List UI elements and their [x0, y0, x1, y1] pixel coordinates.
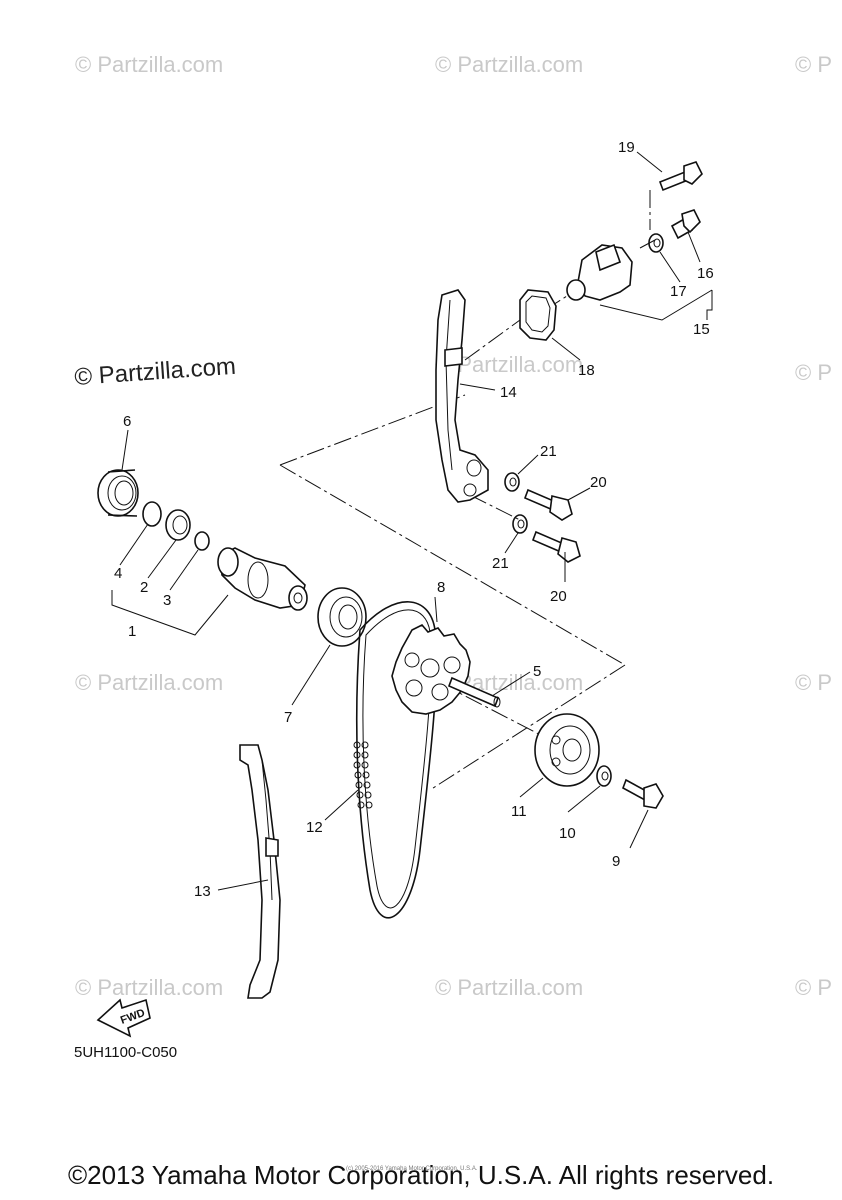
watermark: © Partzilla.com: [75, 975, 223, 1000]
callout-17: 17: [670, 283, 687, 300]
callout-8: 8: [437, 579, 445, 596]
callout-15: 15: [693, 321, 710, 338]
callout-18: 18: [578, 362, 595, 379]
watermark-edge: © P: [795, 670, 832, 695]
sprocket-8: [391, 624, 471, 715]
bearing-7: [317, 587, 367, 647]
callout-21-lower: 21: [492, 555, 509, 572]
callout-9: 9: [612, 853, 620, 870]
callout-10: 10: [559, 825, 576, 842]
diagram-code: 5UH1100-C050: [74, 1044, 177, 1061]
bushing-2: [165, 509, 191, 541]
washer-21-upper: [504, 472, 520, 492]
bolt-20-upper: [523, 488, 573, 521]
callout-13: 13: [194, 883, 211, 900]
callout-16: 16: [697, 265, 714, 282]
fwd-arrow-icon: FWD: [96, 998, 151, 1038]
callout-7: 7: [284, 709, 292, 726]
callout-14: 14: [500, 384, 517, 401]
washer-10: [596, 765, 612, 787]
watermark-edge: © P: [795, 975, 832, 1000]
watermark: © Partzilla.com: [75, 670, 223, 695]
chain-guide-13: [239, 744, 281, 999]
callout-2: 2: [140, 579, 148, 596]
gasket-18: [519, 289, 557, 341]
tensioner-guide-14: [435, 289, 489, 503]
camshaft-1: [217, 547, 308, 611]
washer-17: [648, 233, 664, 253]
callout-6: 6: [123, 413, 131, 430]
chain-links: [353, 741, 373, 809]
washer-21-lower: [512, 514, 528, 534]
bolt-20-lower: [531, 530, 581, 563]
callout-12: 12: [306, 819, 323, 836]
copyright-notice: ©2013 Yamaha Motor Corporation, U.S.A. A…: [67, 1160, 775, 1190]
callout-19: 19: [618, 139, 635, 156]
timing-chain-12: [353, 601, 438, 919]
bolt-16: [670, 209, 701, 240]
small-print: (c) 2005-2016 Yamaha Motor Corporation, …: [346, 1166, 478, 1172]
callout-20-upper: 20: [590, 474, 607, 491]
callout-20-lower: 20: [550, 588, 567, 605]
callouts: 6 4 2 3 1 7 8 5 11 10 9 12 13 14 18 15 1…: [114, 139, 714, 900]
tensioner-assembly-15: [566, 243, 633, 301]
callout-3: 3: [163, 592, 171, 609]
callout-11: 11: [511, 803, 527, 820]
bolt-19: [658, 161, 703, 192]
pin-5: [447, 676, 501, 708]
watermark-layer: © Partzilla.com © Partzilla.com © P © Pa…: [74, 52, 832, 1000]
watermark-main: © Partzilla.com: [74, 353, 237, 391]
watermark: © Partzilla.com: [435, 975, 583, 1000]
callout-21-upper: 21: [540, 443, 557, 460]
callout-1: 1: [128, 623, 136, 640]
bearing-6: [97, 469, 139, 517]
plate-11: [534, 713, 600, 787]
leader-lines: [111, 151, 713, 891]
bolt-9: [622, 778, 664, 809]
o-ring-3: [194, 531, 210, 551]
callout-5: 5: [533, 663, 541, 680]
watermark-edge: © P: [795, 52, 832, 77]
callout-4: 4: [114, 565, 122, 582]
circlip-4: [142, 501, 162, 527]
watermark: © Partzilla.com: [75, 52, 223, 77]
watermark-edge: © P: [795, 360, 832, 385]
watermark: © Partzilla.com: [435, 52, 583, 77]
